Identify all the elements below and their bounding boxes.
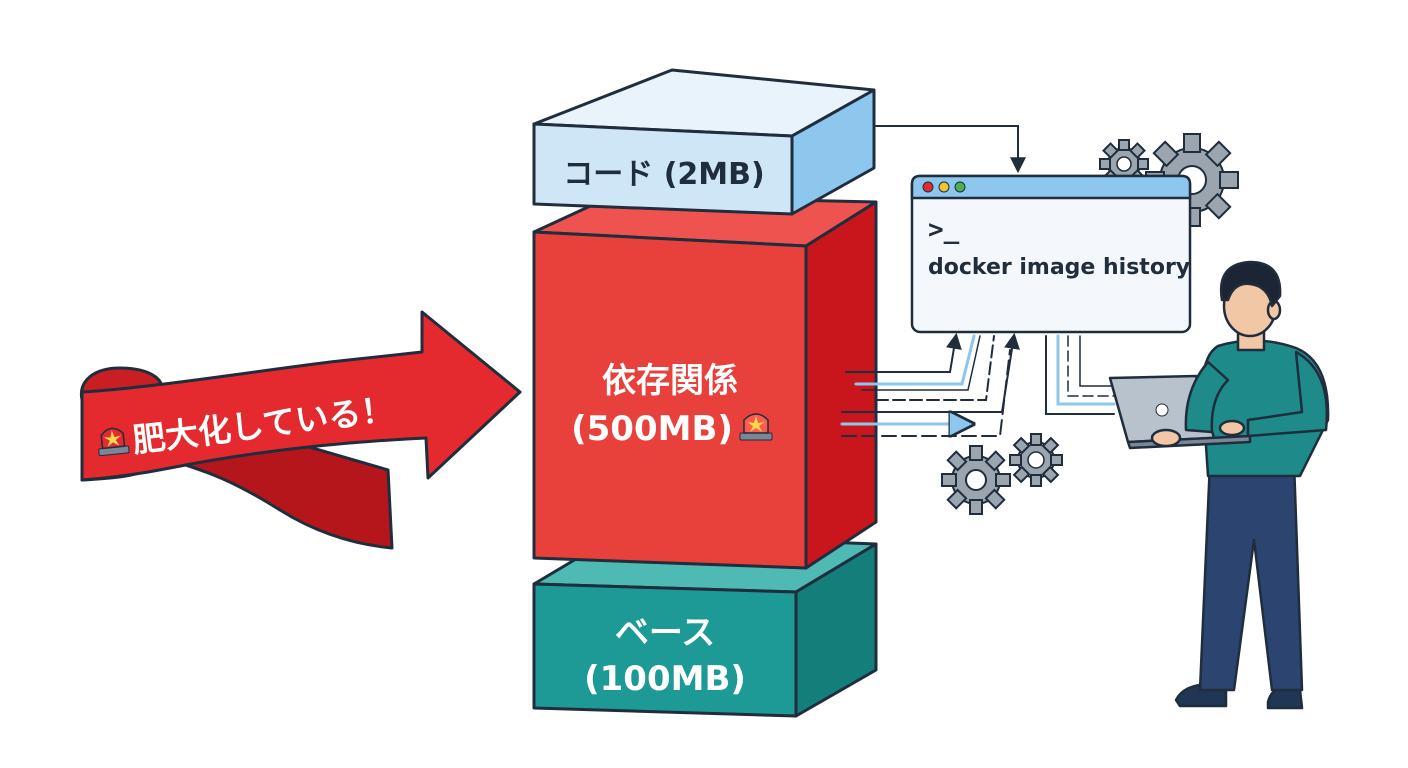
code-layer-label: コード (2MB) xyxy=(563,157,764,192)
arm-back xyxy=(1246,350,1329,438)
terminal-window: >_ docker image history xyxy=(910,174,1192,334)
window-close-dot xyxy=(922,181,934,193)
connector-lines xyxy=(840,125,1116,436)
dependencies-layer-title: 依存関係 xyxy=(602,361,738,401)
bloat-banner: 肥大化している！ xyxy=(79,310,522,550)
siren-icon xyxy=(739,413,773,441)
legs xyxy=(1198,460,1304,692)
window-maximize-dot xyxy=(954,181,966,193)
terminal-prompt: >_ xyxy=(928,215,960,245)
siren-icon xyxy=(98,427,130,457)
hair xyxy=(1219,260,1282,308)
code-to-terminal-arrow xyxy=(875,125,1026,174)
dependencies-layer-size: (500MB) xyxy=(571,409,733,449)
hand xyxy=(1150,428,1182,448)
terminal-to-laptop-lines xyxy=(1045,335,1115,415)
apple-logo-icon xyxy=(1155,403,1169,417)
base-layer-size: (100MB) xyxy=(584,659,746,699)
deps-connector-1 xyxy=(845,332,962,373)
base-layer-title: ベース xyxy=(615,613,715,653)
developer-figure xyxy=(1108,260,1330,710)
window-minimize-dot xyxy=(938,181,950,193)
gear-icon xyxy=(941,445,1011,515)
gear-icon xyxy=(1009,433,1063,487)
code-layer-block: コード (2MB) xyxy=(532,68,876,216)
arm-front xyxy=(1184,360,1230,434)
banner-arrow-body xyxy=(80,310,522,482)
terminal-command: docker image history xyxy=(928,255,1190,280)
dependencies-layer-block: 依存関係 (500MB) xyxy=(532,194,878,570)
